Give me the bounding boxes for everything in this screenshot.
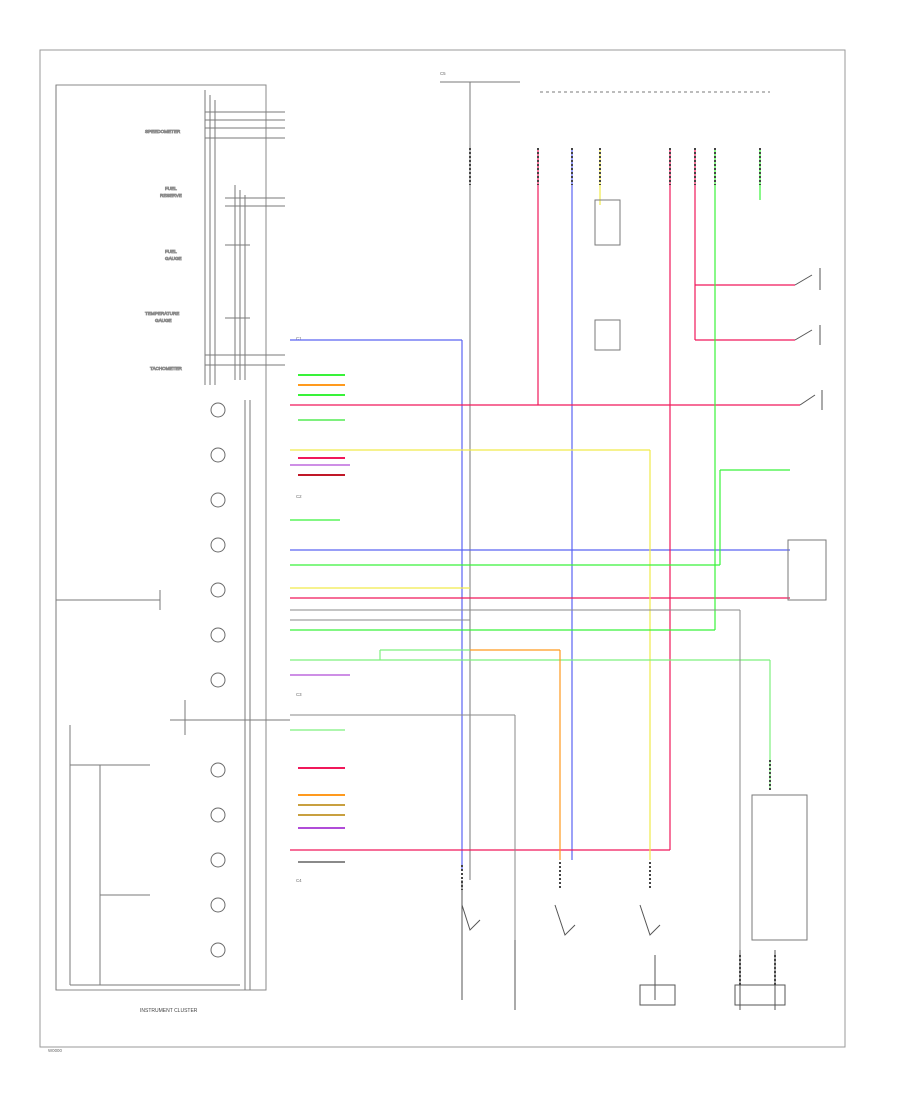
svg-text:C1: C1	[296, 336, 302, 341]
footer-code: W0000	[48, 1048, 62, 1053]
svg-text:GAUGE: GAUGE	[165, 256, 182, 261]
svg-text:GAUGE: GAUGE	[155, 318, 172, 323]
svg-text:TEMPERATURE: TEMPERATURE	[145, 311, 179, 316]
wire-green	[290, 150, 790, 631]
wire-purple	[290, 464, 350, 676]
cluster-lamps	[210, 402, 226, 958]
svg-text:C4: C4	[296, 878, 302, 883]
svg-text:C2: C2	[296, 494, 302, 499]
wire-orange	[470, 649, 561, 860]
svg-text:FUEL: FUEL	[165, 186, 177, 191]
cluster-gauges: SPEEDOMETER FUEL RESERVE FUEL GAUGE TEMP…	[145, 129, 183, 372]
wire-stubs-left	[298, 374, 345, 863]
svg-text:TACHOMETER: TACHOMETER	[150, 366, 182, 371]
instrument-cluster	[55, 84, 290, 991]
speedometer-label: SPEEDOMETER	[145, 129, 181, 134]
sensors-bottom	[461, 880, 786, 1010]
wire-light-green	[290, 649, 771, 790]
svg-text:C3: C3	[296, 692, 302, 697]
wire-gray	[290, 609, 741, 950]
switches-right	[594, 199, 827, 941]
wire-red	[290, 150, 800, 851]
wire-blue	[290, 150, 790, 870]
svg-text:FUEL: FUEL	[165, 249, 177, 254]
connector-tags: C1 C2 C3 C4 C5	[296, 71, 446, 883]
connector-dashes	[461, 148, 776, 985]
svg-text:C5: C5	[440, 71, 446, 76]
diagram-border	[39, 49, 846, 1048]
fuse-box-top	[440, 81, 770, 880]
cluster-caption: INSTRUMENT CLUSTER	[140, 1008, 198, 1014]
svg-text:RESERVE: RESERVE	[160, 193, 182, 198]
